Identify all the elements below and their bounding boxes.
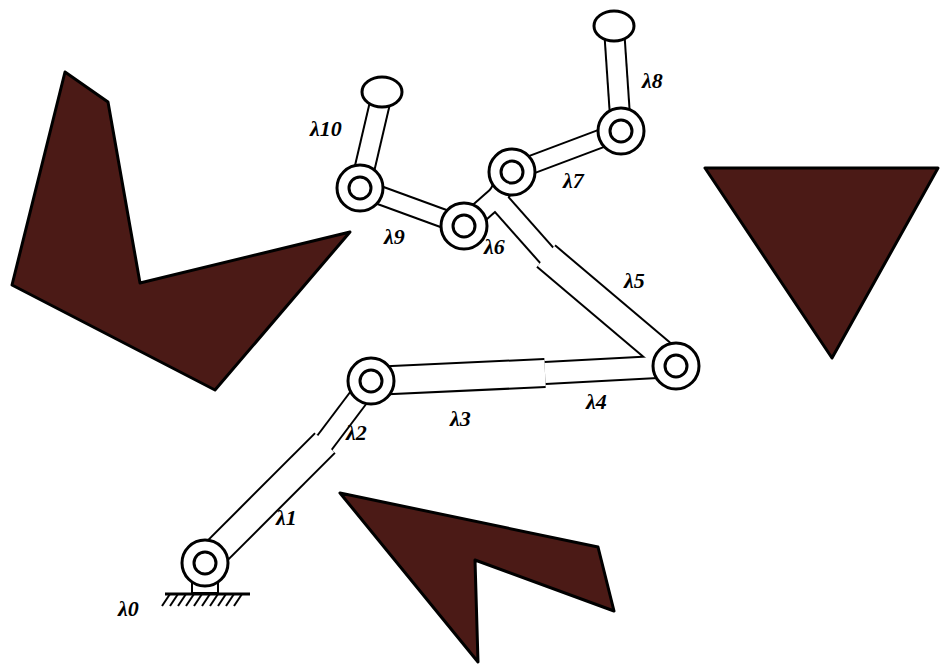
hatch-stroke xyxy=(178,594,186,606)
joint-pin xyxy=(610,120,632,142)
link-body xyxy=(546,256,676,366)
link-label: λ1 xyxy=(276,507,297,529)
hatch-stroke xyxy=(218,594,226,606)
hatch-stroke xyxy=(194,594,202,606)
link-outline xyxy=(546,256,676,366)
end-effector xyxy=(362,77,402,107)
joint-pin xyxy=(194,552,216,574)
joint-pin xyxy=(453,215,475,237)
link-body xyxy=(205,443,325,563)
hatch-stroke xyxy=(162,594,170,606)
joint xyxy=(598,108,644,154)
link-outline xyxy=(205,443,325,563)
link-label: λ7 xyxy=(563,170,584,192)
joint-pin xyxy=(360,370,382,392)
joint xyxy=(337,165,383,211)
hatch-stroke xyxy=(170,594,178,606)
link-label: λ4 xyxy=(586,391,607,413)
link-label: λ10 xyxy=(310,118,342,140)
link-label: λ3 xyxy=(450,408,471,430)
hatch-stroke xyxy=(210,594,218,606)
hatch-stroke xyxy=(202,594,210,606)
link-label: λ6 xyxy=(484,236,505,258)
joint xyxy=(182,540,228,586)
hatch-stroke xyxy=(186,594,194,606)
link-body xyxy=(371,373,545,381)
link-outline xyxy=(371,373,545,381)
link-label: λ0 xyxy=(118,598,139,620)
joint xyxy=(489,149,535,195)
joint-pin xyxy=(349,177,371,199)
obstacle xyxy=(705,168,938,358)
ground-hatch xyxy=(162,594,250,606)
hatch-stroke xyxy=(234,594,242,606)
hatch-stroke xyxy=(226,594,234,606)
joint-pin xyxy=(665,355,687,377)
obstacle xyxy=(340,493,614,662)
joint-pin xyxy=(501,161,523,183)
link-label: λ9 xyxy=(384,226,405,248)
joint xyxy=(348,358,394,404)
joint xyxy=(441,203,487,249)
joint xyxy=(653,343,699,389)
end-effector xyxy=(594,11,634,41)
obstacle xyxy=(12,72,350,390)
link-label: λ2 xyxy=(346,422,367,444)
link-label: λ8 xyxy=(642,70,663,92)
link-label: λ5 xyxy=(624,270,645,292)
